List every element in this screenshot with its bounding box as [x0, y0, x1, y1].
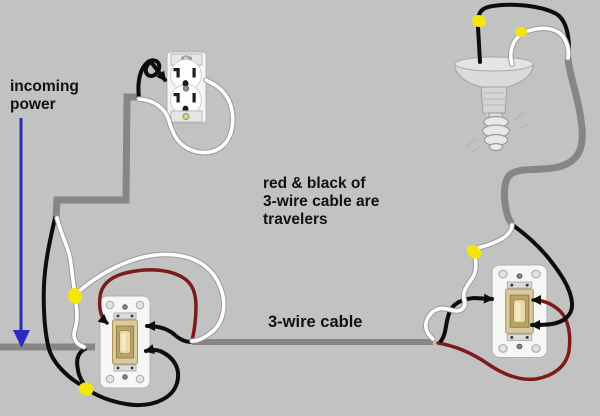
lamp-socket [480, 86, 508, 114]
incoming-arrow-head [13, 330, 30, 348]
incoming-power-arrow [13, 118, 30, 348]
red-traveler-wires [97, 268, 572, 382]
red-traveler-switch2 [436, 295, 572, 382]
black-incoming-to-nut [75, 347, 87, 388]
wire-nut-neutral-right [466, 245, 482, 259]
black-traveler-switch1 [145, 321, 193, 344]
three-way-switch-1 [99, 295, 151, 389]
black-outlet-cable-down [41, 216, 85, 388]
three-way-switch-2 [491, 264, 548, 359]
black-nut-to-switch1-common [88, 344, 180, 408]
black-to-outlet [136, 58, 167, 100]
red-traveler-switch1 [97, 268, 198, 342]
wire-nut-hot-left [78, 382, 94, 396]
cfl-spiral-bulb [481, 115, 511, 152]
outlet-ground-hole-top [182, 80, 189, 87]
black-hot-wires [41, 2, 575, 408]
cable-sheaths [0, 58, 586, 351]
black-nut-to-light-cable [477, 2, 571, 60]
wire-nut-light-hot [472, 14, 486, 28]
label-incoming-power: incoming power [10, 78, 79, 113]
label-travelers-note: red & black of 3-wire cable are traveler… [263, 175, 380, 228]
light-feed-cable [500, 58, 586, 227]
label-three-wire-cable: 3-wire cable [268, 313, 363, 331]
black-nut-to-fixture [476, 25, 482, 64]
wire-nuts [67, 14, 527, 396]
duplex-outlet [166, 51, 207, 124]
black-light-to-switch2-common [512, 224, 575, 330]
wire-nut-neutral-left [67, 288, 83, 304]
outlet-bottom-screw [182, 113, 190, 120]
outlet-center-screw [182, 85, 190, 92]
wire-nut-light-neutral [515, 27, 527, 37]
outlet-feed-cable [52, 93, 139, 218]
